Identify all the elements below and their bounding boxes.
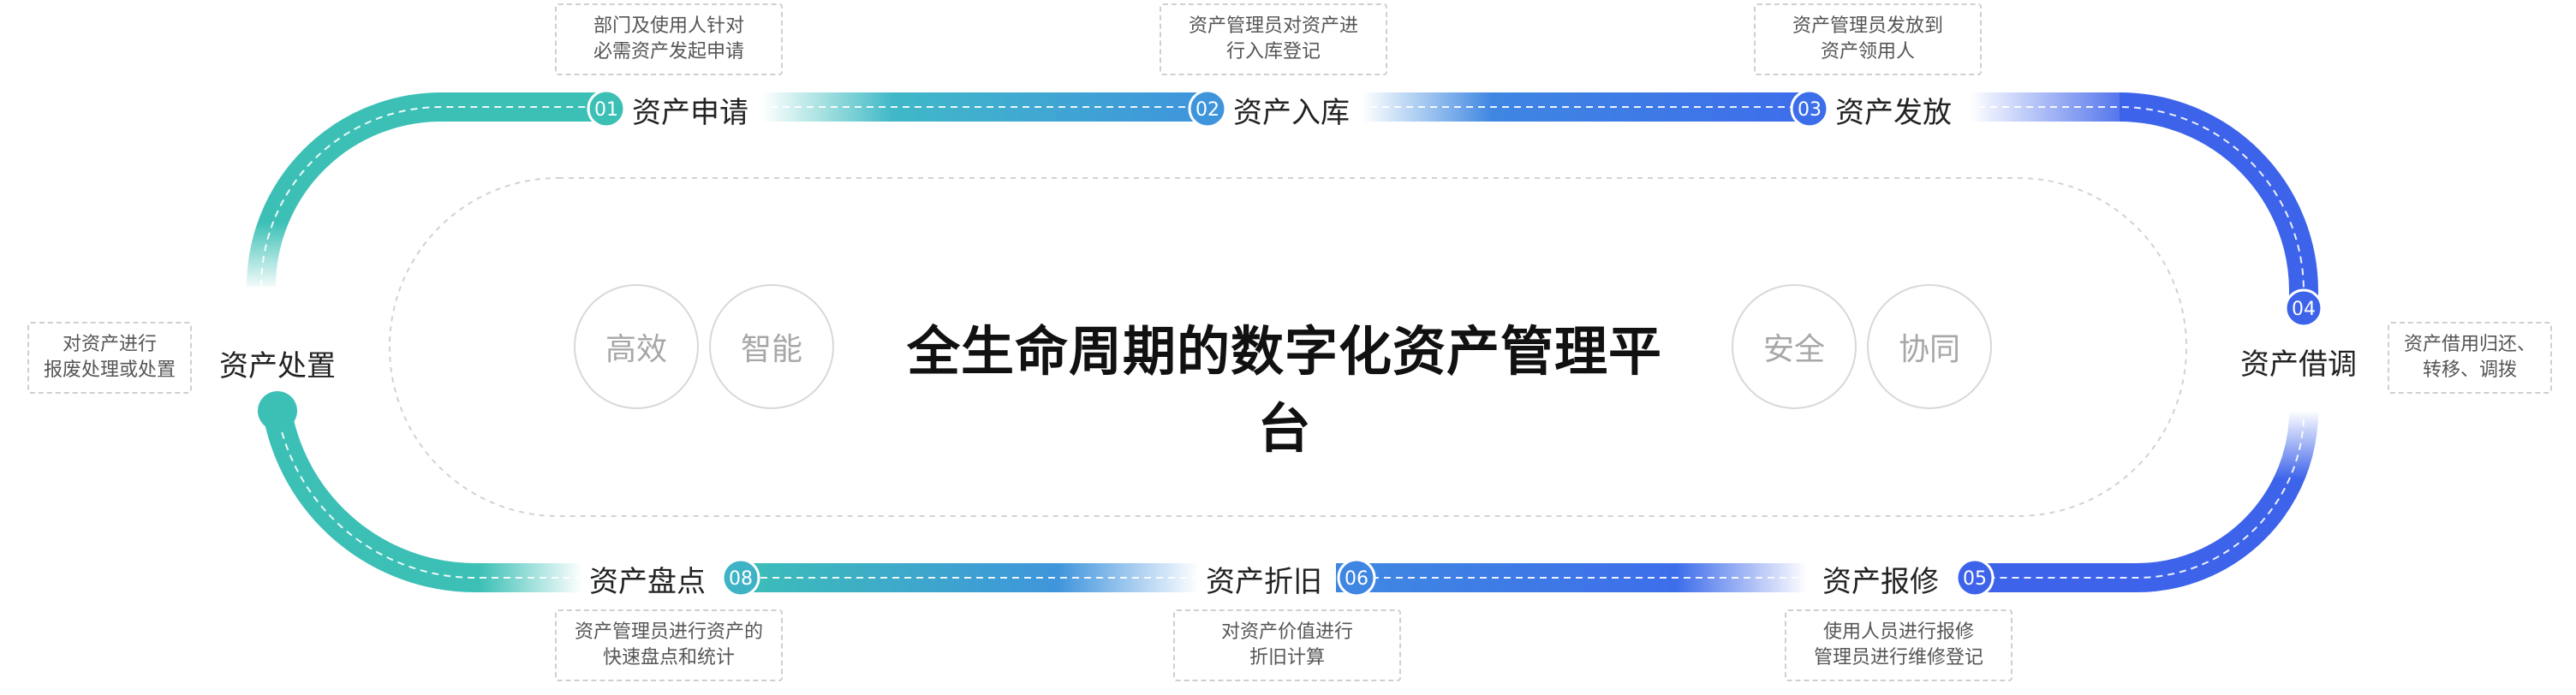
desc-inventory-line1: 资产管理员进行资产的	[574, 621, 763, 643]
badge-06-text: 06	[1345, 568, 1368, 590]
feature-intelligent: 智能	[709, 284, 834, 409]
badge-04	[2284, 288, 2323, 328]
badge-dot-disposal	[258, 391, 297, 431]
step-label-apply: 资产申请	[632, 96, 748, 130]
desc-repair: 使用人员进行报修 管理员进行维修登记	[1785, 609, 2012, 681]
desc-storage: 资产管理员对资产进 行入库登记	[1160, 3, 1387, 75]
badge-08-text: 08	[729, 568, 753, 590]
desc-depreciation-line2: 折旧计算	[1249, 647, 1325, 668]
badge-05	[1955, 558, 1995, 597]
step-label-repair: 资产报修	[1822, 565, 1939, 599]
desc-repair-line1: 使用人员进行报修	[1822, 621, 1974, 643]
desc-repair-line2: 管理员进行维修登记	[1813, 647, 1983, 668]
platform-title: 全生命周期的数字化资产管理平台	[906, 320, 1662, 460]
step-label-disposal: 资产处置	[219, 349, 336, 383]
desc-borrow-line2: 转移、调拨	[2422, 359, 2517, 381]
desc-disposal-line1: 对资产进行	[62, 334, 157, 355]
desc-issue: 资产管理员发放到 资产领用人	[1754, 3, 1982, 75]
badge-04-text: 04	[2292, 299, 2316, 320]
desc-issue-line2: 资产领用人	[1820, 41, 1915, 62]
desc-apply: 部门及使用人针对 必需资产发起申请	[555, 3, 783, 75]
badge-05-text: 05	[1963, 568, 1987, 590]
desc-disposal-line2: 报废处理或处置	[43, 359, 176, 381]
feature-collaborative: 协同	[1867, 284, 1992, 409]
badge-03-text: 03	[1798, 99, 1822, 121]
step-badges: 01 02 03 04 05 06 08	[258, 89, 2323, 597]
desc-storage-line1: 资产管理员对资产进	[1188, 15, 1358, 37]
step-label-depreciation: 资产折旧	[1206, 565, 1322, 599]
desc-disposal: 对资产进行 报废处理或处置	[27, 322, 192, 394]
step-label-inventory: 资产盘点	[589, 565, 706, 599]
badge-03	[1790, 89, 1829, 128]
badge-02-text: 02	[1196, 99, 1219, 121]
desc-inventory: 资产管理员进行资产的 快速盘点和统计	[555, 609, 783, 681]
desc-apply-line2: 必需资产发起申请	[593, 41, 744, 62]
desc-depreciation: 对资产价值进行 折旧计算	[1173, 609, 1401, 681]
badge-02	[1188, 89, 1227, 128]
desc-inventory-line2: 快速盘点和统计	[602, 647, 735, 668]
desc-depreciation-line1: 对资产价值进行	[1220, 621, 1353, 643]
desc-borrow: 资产借用归还、 转移、调拨	[2388, 322, 2552, 394]
step-label-borrow: 资产借调	[2240, 348, 2357, 382]
step-label-issue: 资产发放	[1835, 96, 1952, 130]
step-label-storage: 资产入库	[1233, 96, 1350, 130]
desc-storage-line2: 行入库登记	[1225, 41, 1321, 62]
desc-borrow-line1: 资产借用归还、	[2403, 334, 2536, 355]
badge-01-text: 01	[594, 99, 618, 121]
badge-08	[721, 558, 760, 597]
desc-issue-line1: 资产管理员发放到	[1792, 15, 1943, 37]
badge-06	[1337, 558, 1376, 597]
badge-01	[587, 89, 626, 128]
desc-apply-line1: 部门及使用人针对	[593, 15, 744, 37]
feature-secure: 安全	[1732, 284, 1857, 409]
feature-efficient: 高效	[574, 284, 699, 409]
